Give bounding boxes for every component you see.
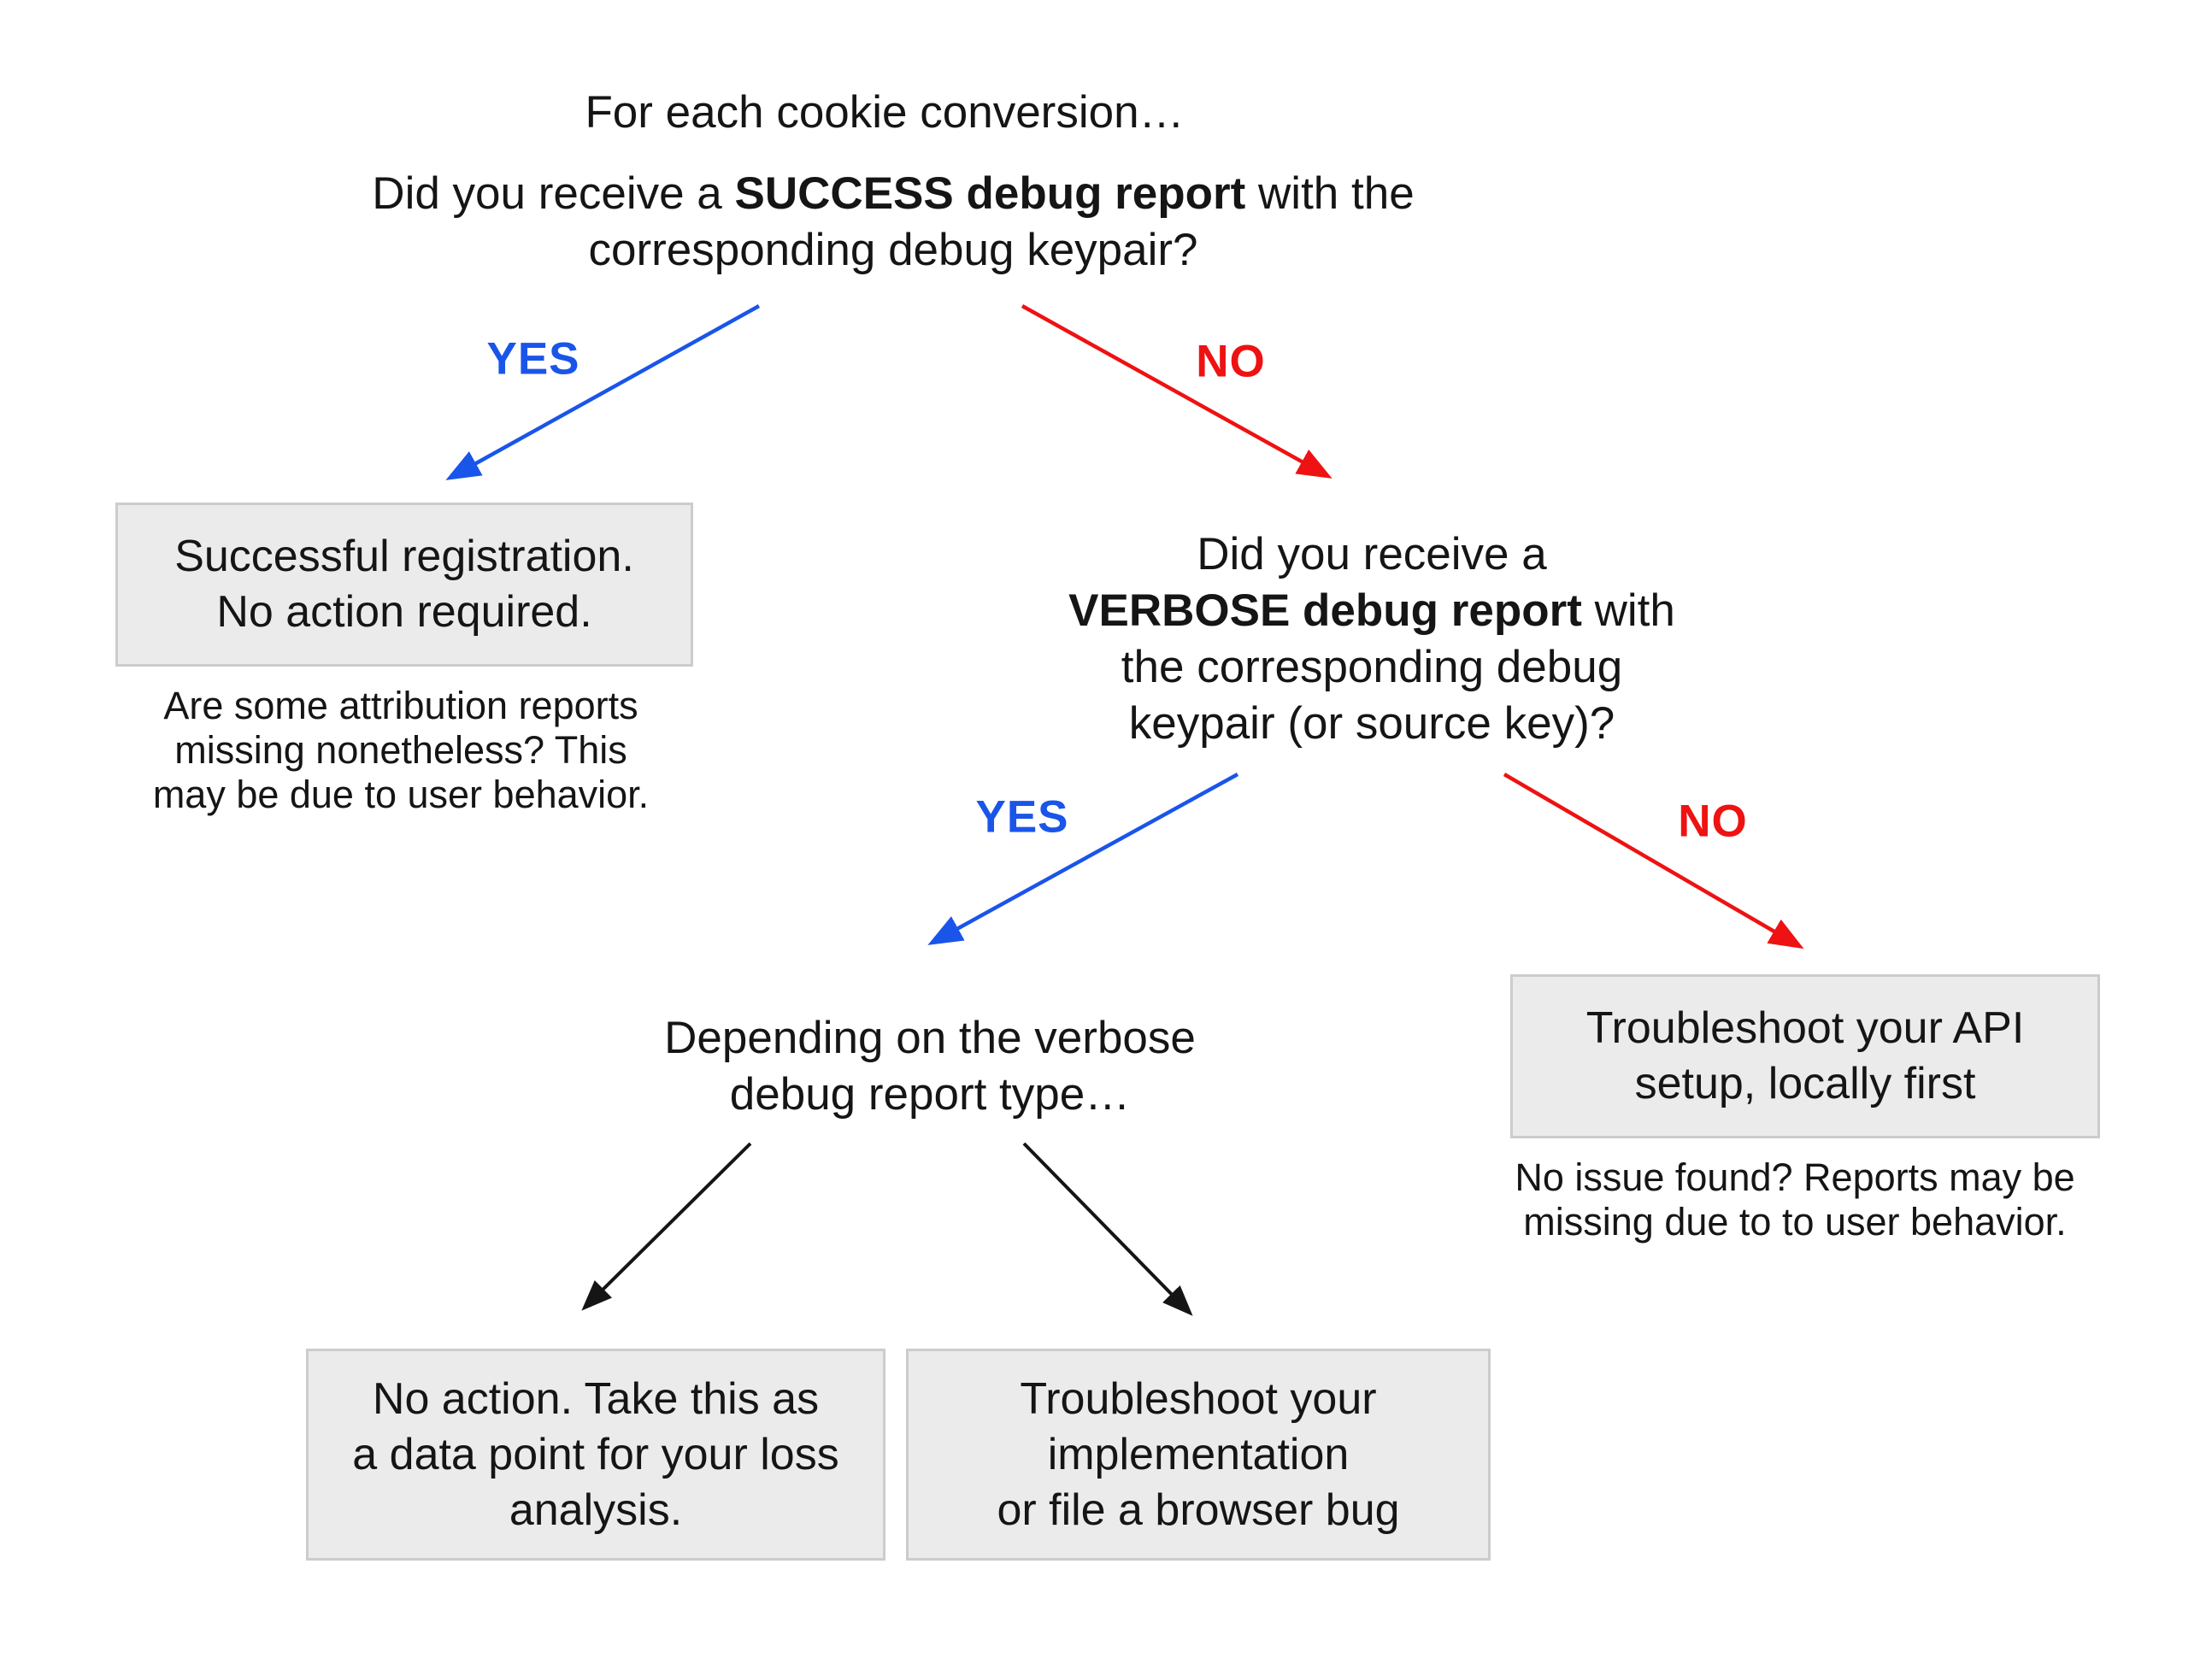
text-line: missing due to to user behavior.	[1523, 1200, 2067, 1244]
note-no-issue-found: No issue found? Reports may be missing d…	[1515, 1155, 2074, 1244]
label-no-2: NO	[1678, 796, 1748, 847]
text-line: a data point for your loss	[352, 1429, 839, 1479]
arrow-yes-success	[445, 304, 761, 480]
arrow-verbose-type-left	[581, 1142, 752, 1311]
arrow-no-verbose-question	[1021, 304, 1332, 479]
text-line: No issue found? Reports may be	[1515, 1155, 2075, 1199]
text-line: Troubleshoot your API	[1585, 1003, 2025, 1053]
text-line: No action. Take this as	[372, 1373, 820, 1424]
note-attribution-reports: Are some attribution reports missing non…	[153, 684, 649, 817]
text-line: For each cookie conversion…	[585, 87, 1185, 138]
text-line: Depending on the verbose	[664, 1013, 1196, 1063]
intro-text: For each cookie conversion…	[585, 85, 1184, 141]
question-success-debug-report: Did you receive a SUCCESS debug report w…	[372, 166, 1414, 279]
arrow-no-api	[1503, 773, 1804, 950]
box-successful-registration: Successful registration. No action requi…	[115, 503, 693, 667]
text-line: Successful registration.	[174, 532, 634, 581]
box-troubleshoot-api: Troubleshoot your API setup, locally fir…	[1510, 974, 2100, 1138]
text-line: VERBOSE debug report with	[1068, 585, 1675, 636]
text-line: analysis.	[509, 1485, 683, 1535]
box-troubleshoot-implementation: Troubleshoot your implementation or file…	[906, 1349, 1491, 1561]
text-line: or file a browser bug	[997, 1485, 1400, 1535]
heading-verbose-type: Depending on the verbose debug report ty…	[664, 1010, 1196, 1123]
text-line: missing nonetheless? This	[174, 728, 627, 772]
label-yes-1: YES	[486, 333, 580, 385]
text-line: debug report type…	[729, 1069, 1131, 1120]
text-line: corresponding debug keypair?	[588, 225, 1198, 275]
text-line: keypair (or source key)?	[1128, 698, 1615, 749]
text-line: No action required.	[216, 587, 592, 637]
arrow-verbose-type-right	[1022, 1142, 1193, 1316]
text-line: the corresponding debug	[1121, 642, 1623, 692]
label-no-1: NO	[1196, 336, 1266, 387]
box-no-action-loss-analysis: No action. Take this as a data point for…	[306, 1349, 885, 1561]
question-verbose-debug-report: Did you receive a VERBOSE debug report w…	[1068, 526, 1675, 752]
text-line: Did you receive a	[1197, 529, 1547, 579]
arrow-yes-verbose	[927, 773, 1239, 945]
text-line: implementation	[1047, 1429, 1350, 1479]
label-yes-2: YES	[975, 791, 1069, 843]
text-line: may be due to user behavior.	[152, 773, 650, 816]
text-line: Troubleshoot your	[1020, 1373, 1377, 1424]
text-line: Did you receive a SUCCESS debug report w…	[372, 168, 1415, 219]
text-line: Are some attribution reports	[163, 684, 638, 727]
text-line: setup, locally first	[1634, 1059, 1976, 1108]
